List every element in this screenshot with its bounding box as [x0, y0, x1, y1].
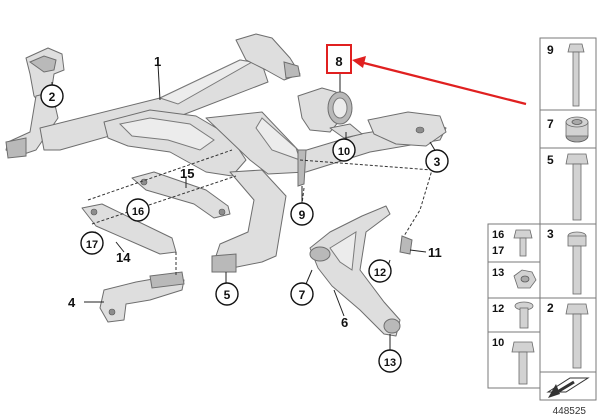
parts-cell-2-label: 2 — [547, 301, 554, 315]
callout-4[interactable]: 4 — [68, 295, 76, 310]
callout-2-circle — [40, 84, 64, 108]
callout-9[interactable]: 9 — [299, 208, 306, 222]
callout-6[interactable]: 6 — [341, 315, 348, 330]
nut-13-icon — [513, 269, 537, 289]
assembly-lines — [87, 149, 433, 282]
bolt-9-icon — [567, 43, 585, 107]
callout-7[interactable]: 7 — [299, 288, 306, 302]
callout-2[interactable]: 2 — [49, 90, 56, 104]
callout-7-circle — [290, 282, 314, 306]
direction-arrow-icon — [546, 377, 590, 398]
front-axle-subframe[interactable] — [5, 33, 447, 273]
part-15-brace[interactable] — [131, 171, 231, 219]
parts-cell-3-label: 3 — [547, 227, 554, 241]
bolt-3-icon — [567, 231, 587, 295]
callout-1[interactable]: 1 — [154, 54, 161, 69]
callout-3-circle — [425, 149, 449, 173]
parts-cell-7-label: 7 — [547, 117, 554, 131]
parts-cell-12-label: 12 — [492, 303, 504, 315]
callout-15[interactable]: 15 — [180, 166, 194, 181]
callout-16[interactable]: 16 — [132, 206, 144, 218]
callout-14[interactable]: 14 — [116, 250, 131, 265]
parts-cell-16-label: 16 — [492, 229, 504, 241]
bolt-16-17-icon — [513, 229, 533, 257]
bolt-12-icon — [514, 301, 534, 329]
bolt-10-icon — [511, 341, 535, 385]
parts-cell-10[interactable] — [487, 331, 541, 389]
callout-5[interactable]: 5 — [224, 288, 231, 302]
callout-13[interactable]: 13 — [384, 357, 396, 369]
parts-cell-9-label: 9 — [547, 43, 554, 57]
callout-17[interactable]: 17 — [86, 239, 98, 251]
callout-12-circle — [368, 259, 392, 283]
callout-11[interactable]: 11 — [428, 245, 442, 260]
nut-7-icon — [565, 116, 589, 143]
parts-cell-13-label: 13 — [492, 267, 504, 279]
part-6-wishbone[interactable] — [309, 205, 413, 337]
highlight-arrow — [326, 44, 527, 106]
callout-10[interactable]: 10 — [338, 146, 350, 158]
callouts: 1 2 3 4 5 6 7 8 9 10 11 12 13 14 15 16 1… — [40, 54, 449, 373]
bolt-5-icon — [565, 153, 589, 221]
callout-9-circle — [290, 202, 314, 226]
parts-cell-9[interactable] — [539, 37, 597, 111]
parts-cell-17-label: 17 — [492, 245, 504, 257]
diagram-number: 448525 — [553, 406, 587, 417]
callout-12[interactable]: 12 — [374, 267, 386, 279]
bolt-2-icon — [565, 303, 589, 369]
callout-16-circle — [126, 198, 150, 222]
parts-cell-5-label: 5 — [547, 153, 554, 167]
parts-cell-10-label: 10 — [492, 337, 504, 349]
parts-list-panel: 9 7 5 16 17 3 — [487, 37, 597, 417]
part-8-bearing-bush[interactable] — [297, 87, 363, 139]
callout-8[interactable]: 8 — [335, 54, 342, 69]
callout-3[interactable]: 3 — [434, 155, 441, 169]
callout-17-circle — [80, 231, 104, 255]
callout-5-circle — [215, 282, 239, 306]
callout-13-circle — [378, 349, 402, 373]
callout-10-circle — [332, 138, 356, 162]
part-4-bracket[interactable] — [99, 271, 185, 323]
